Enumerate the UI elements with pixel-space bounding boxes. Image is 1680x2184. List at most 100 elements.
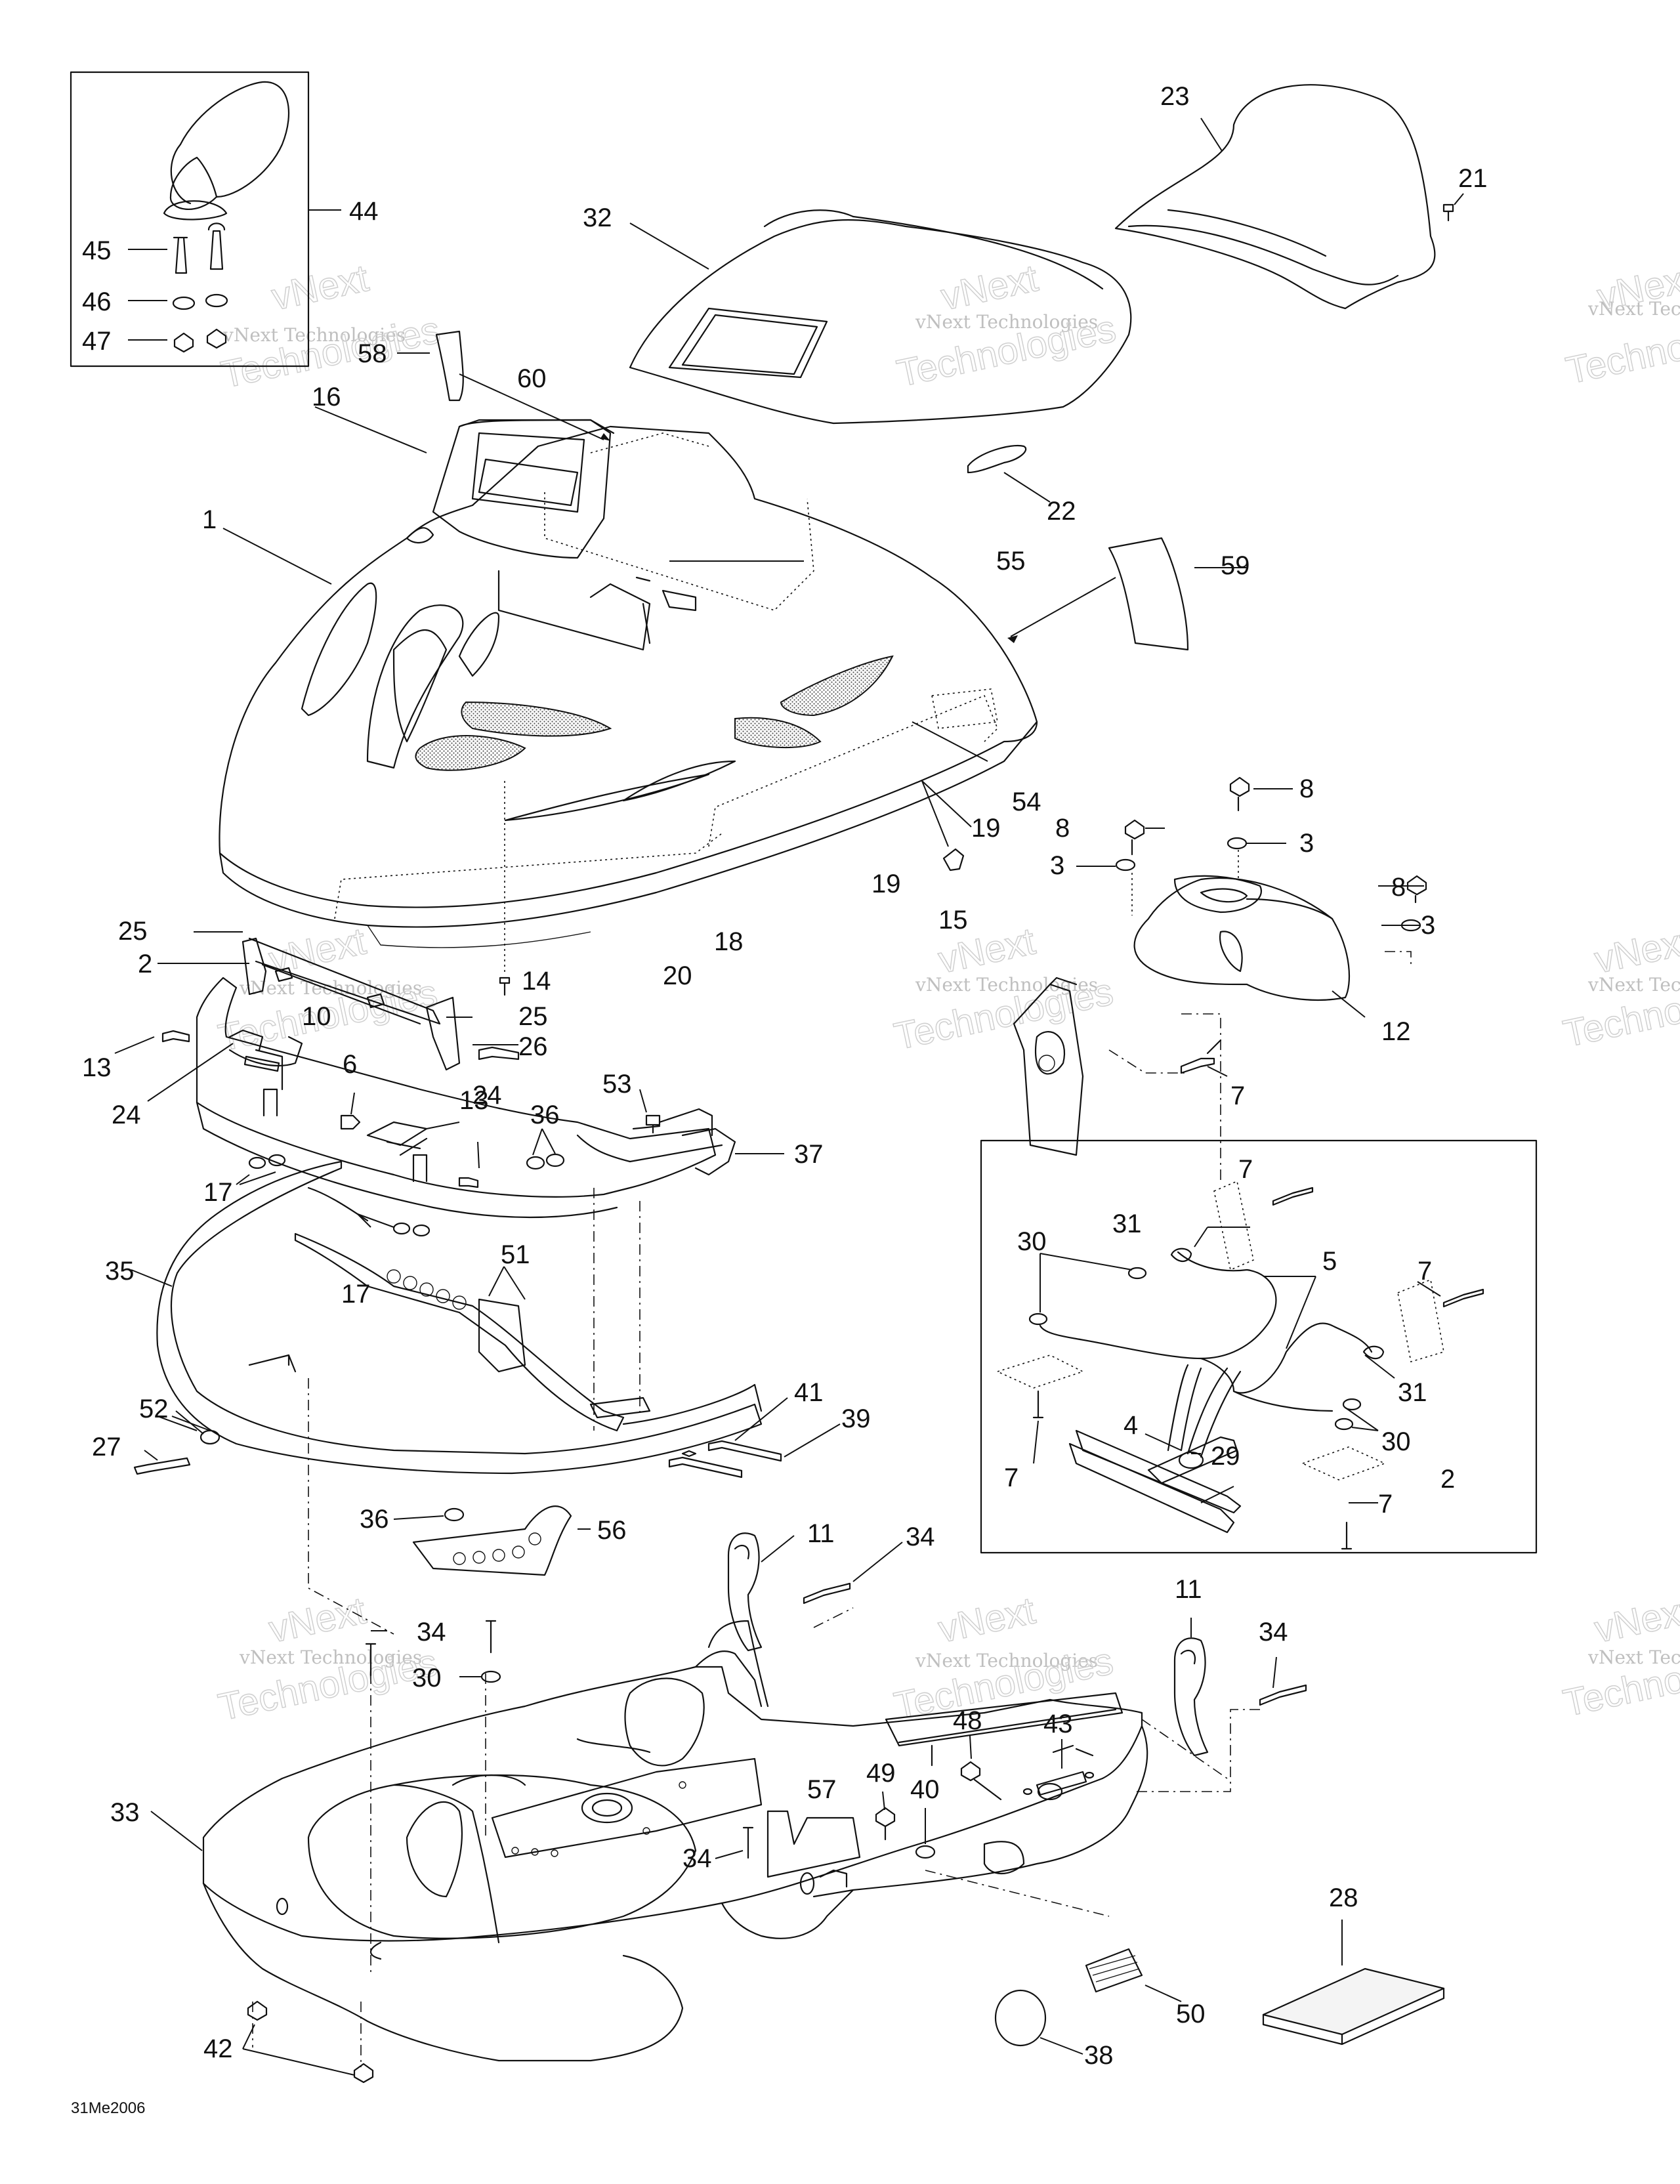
washer-1 (172, 296, 196, 310)
callout-43: 43 (1043, 1710, 1073, 1738)
callout-28: 28 (1329, 1883, 1358, 1912)
screw-2 (207, 222, 226, 270)
handle-22 (967, 444, 1051, 503)
bolt-48 (960, 1761, 1002, 1801)
bolt-26 (478, 1046, 520, 1060)
callout-40: 40 (910, 1775, 940, 1804)
console-16 (397, 330, 615, 559)
callout-46: 46 (82, 287, 112, 316)
callout-34: 34 (682, 1844, 712, 1873)
callout-2: 2 (1440, 1465, 1455, 1494)
bar-2c (1147, 1436, 1238, 1484)
callout-7: 7 (1004, 1463, 1018, 1492)
rivet-7a (1272, 1186, 1314, 1206)
alignment-lines (252, 951, 1412, 2067)
callout-25: 25 (118, 917, 148, 946)
washer-3a (1115, 858, 1136, 872)
callout-labels: 1 2 2 3 3 3 4 5 6 7 7 7 7 7 8 8 8 10 11 … (71, 82, 1488, 2117)
callout-19: 19 (872, 870, 901, 898)
watermarks: vNext Technologies vNext Technologies vN… (214, 256, 1680, 1729)
washer-30b (1028, 1312, 1048, 1326)
rivet-34c (742, 1826, 754, 1859)
callout-53: 53 (602, 1070, 632, 1099)
spring-4b (1186, 1367, 1242, 1458)
callout-14: 14 (522, 967, 551, 996)
callout-7: 7 (1378, 1490, 1393, 1519)
watermark-line-1: vNext (265, 1589, 369, 1650)
callout-32: 32 (583, 203, 612, 232)
callout-4: 4 (1124, 1411, 1138, 1440)
callout-56: 56 (597, 1516, 627, 1545)
bolt-13a (161, 1030, 190, 1043)
callout-34: 34 (906, 1522, 935, 1551)
pad-58 (435, 330, 464, 402)
lower-fasteners (365, 1542, 1307, 1859)
callout-36: 36 (360, 1505, 389, 1534)
callout-34: 34 (417, 1618, 446, 1647)
callout-42: 42 (203, 2034, 233, 2063)
pad-57 (766, 1810, 861, 1878)
callout-6: 6 (343, 1050, 357, 1079)
nut-1 (173, 332, 194, 353)
watermark-text: vNext Technologies (915, 974, 1098, 996)
washer-2 (205, 293, 228, 308)
decal-19a (734, 717, 822, 749)
callout-51: 51 (501, 1240, 530, 1269)
washer-30d (1334, 1418, 1354, 1431)
reinforcement-51 (294, 1232, 625, 1432)
callout-31: 31 (1398, 1378, 1427, 1407)
callout-19: 19 (971, 814, 1001, 843)
callout-12: 12 (1381, 1017, 1411, 1046)
callout-23: 23 (1160, 82, 1190, 111)
upper-body-32 (629, 209, 1132, 425)
callout-24: 24 (112, 1101, 141, 1129)
rivet-34e (1259, 1684, 1307, 1706)
callout-26: 26 (518, 1032, 548, 1061)
decal-20 (415, 735, 526, 771)
screw-14 (499, 781, 511, 996)
callout-31: 31 (1112, 1209, 1142, 1238)
callout-1: 1 (202, 505, 217, 534)
rivet-34d (803, 1582, 851, 1605)
decal-19b (780, 655, 894, 717)
watermark-big: vNext Technologies (217, 256, 444, 397)
bolt-8b (1229, 776, 1250, 812)
mirror-stem (169, 156, 218, 211)
watermark-line-1: vNext (1591, 1589, 1680, 1650)
callout-30: 30 (412, 1664, 442, 1692)
seat-base-12 (1076, 776, 1427, 1018)
watermark-text: vNext Technologies (239, 1647, 422, 1668)
screw-1 (173, 236, 188, 274)
rivet-34a (365, 1643, 377, 1677)
callout-50: 50 (1176, 2000, 1206, 2028)
callout-38: 38 (1084, 2041, 1114, 2070)
callout-52: 52 (139, 1395, 169, 1423)
callout-15: 15 (938, 906, 968, 934)
callout-59: 59 (1221, 551, 1250, 580)
callout-13: 13 (459, 1086, 489, 1115)
washer-40 (915, 1845, 936, 1859)
watermark-text: vNext Technologies (1587, 298, 1680, 320)
nut-2 (206, 328, 227, 349)
callout-49: 49 (866, 1759, 896, 1788)
hood-brackets (158, 931, 520, 1071)
bar-2b (1075, 1429, 1242, 1514)
callout-17: 17 (203, 1178, 233, 1207)
watermark-line-1: vNext (268, 257, 372, 318)
panel-59 (1108, 537, 1247, 651)
callout-30: 30 (1381, 1427, 1411, 1456)
grommet-31a (1170, 1248, 1192, 1263)
callout-17: 17 (341, 1280, 371, 1309)
callout-60: 60 (517, 364, 547, 393)
callout-41: 41 (794, 1378, 824, 1407)
callout-2: 2 (138, 950, 152, 978)
washer-30a (1127, 1267, 1147, 1280)
pulley-29 (1178, 1451, 1204, 1469)
damper-56 (393, 1505, 591, 1576)
callout-7: 7 (1418, 1257, 1432, 1286)
callout-29: 29 (1211, 1442, 1240, 1471)
decal-18 (461, 701, 612, 737)
callout-54: 54 (1012, 788, 1041, 816)
bolt-8a (1124, 819, 1145, 856)
